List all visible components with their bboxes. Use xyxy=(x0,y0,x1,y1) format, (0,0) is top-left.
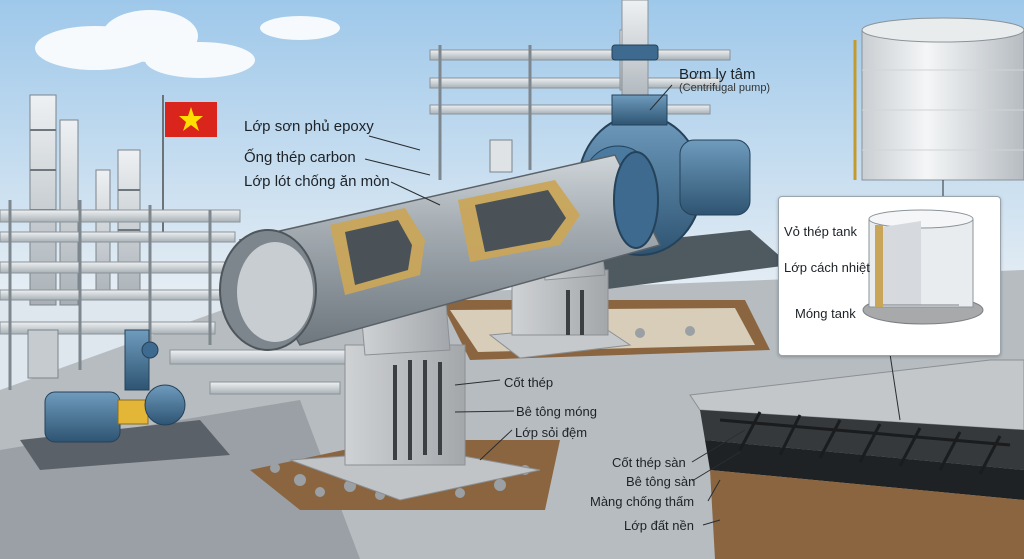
label-floor-concrete: Bê tông sàn xyxy=(626,474,696,489)
label-pump-subtitle: (Centrifugal pump) xyxy=(679,82,771,94)
pipe-window-2 xyxy=(475,190,566,252)
label-carbon-steel-pipe: Ống thép carbon xyxy=(244,149,356,166)
label-floor-rebar: Cốt thép sàn xyxy=(612,455,686,470)
storage-tank xyxy=(853,17,1024,181)
label-pump-title: Bơm ly tâm xyxy=(679,66,756,83)
label-waterproof-membrane: Màng chống thấm xyxy=(590,494,695,509)
small-pump-left xyxy=(20,329,230,470)
tank-inset-panel xyxy=(778,196,1001,356)
label-tank-steel-shell: Vỏ thép tank xyxy=(784,224,857,239)
tank-cross-section xyxy=(862,209,984,325)
label-tank-insulation: Lớp cách nhiệt xyxy=(784,260,870,275)
label-tank-foundation: Móng tank xyxy=(795,306,856,321)
leader-lines xyxy=(364,84,944,526)
pipe-window-1 xyxy=(345,220,412,285)
pump-control-box xyxy=(489,139,513,173)
label-subgrade: Lớp đất nền xyxy=(624,518,694,533)
label-epoxy-coating: Lớp sơn phủ epoxy xyxy=(244,118,374,135)
cutaway-pipe xyxy=(219,151,662,351)
pipe-rack-left xyxy=(0,200,371,395)
label-anti-corrosion-lining: Lớp lót chống ăn mòn xyxy=(244,173,390,190)
clouds xyxy=(35,10,340,78)
foundation-rebar xyxy=(393,290,584,460)
electrical-panel xyxy=(27,329,59,379)
flag-star-icon xyxy=(179,107,203,131)
floor-slab xyxy=(689,359,1024,559)
label-foundation-concrete: Bê tông móng xyxy=(516,404,597,419)
floor-rebar-bars xyxy=(719,411,1011,475)
label-gravel-bed: Lớp sỏi đệm xyxy=(515,425,588,440)
label-rebar: Cốt thép xyxy=(504,375,554,390)
